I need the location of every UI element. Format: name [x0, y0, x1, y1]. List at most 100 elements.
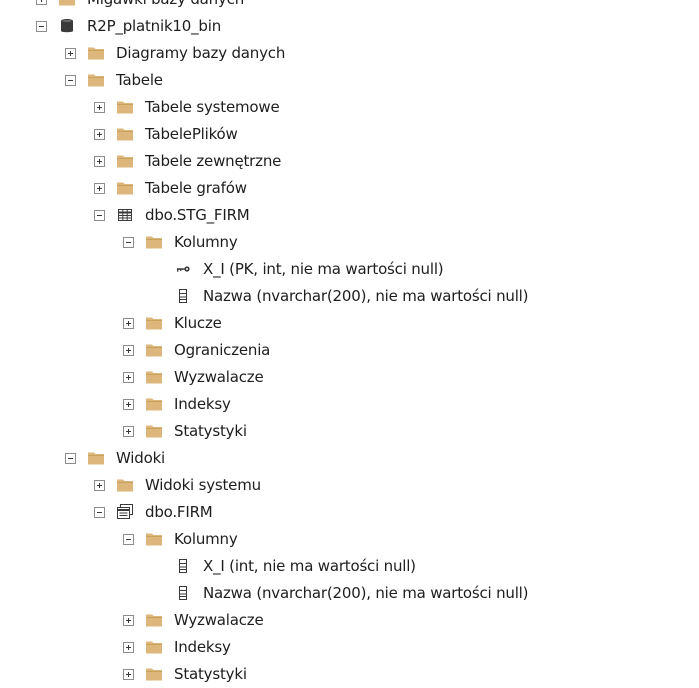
- expand-toggle-icon[interactable]: [94, 183, 105, 194]
- tree-node-kolumny[interactable]: Kolumny: [0, 526, 699, 553]
- tree-node-x-i-int-nie-ma-wartosci-null[interactable]: X_I (int, nie ma wartości null): [0, 553, 699, 580]
- collapse-toggle-icon[interactable]: [65, 453, 76, 464]
- folder-icon: [116, 98, 134, 116]
- folder-icon: [87, 71, 105, 89]
- tree-node-tabele-zewnetrzne[interactable]: Tabele zewnętrzne: [0, 148, 699, 175]
- tree-node-label: Indeksy: [174, 395, 231, 413]
- expand-toggle-icon[interactable]: [123, 399, 134, 410]
- key-icon: [174, 260, 192, 278]
- tree-node-nazwa-nvarchar-200-nie-ma-wartosci-null[interactable]: Nazwa (nvarchar(200), nie ma wartości nu…: [0, 283, 699, 310]
- folder-icon: [116, 152, 134, 170]
- tree-node-label: Widoki systemu: [145, 476, 261, 494]
- expand-toggle-icon[interactable]: [94, 480, 105, 491]
- folder-icon: [145, 395, 163, 413]
- tree-node-label: Wyzwalacze: [174, 368, 264, 386]
- tree-node-nazwa-nvarchar-200-nie-ma-wartosci-null[interactable]: Nazwa (nvarchar(200), nie ma wartości nu…: [0, 580, 699, 607]
- tree-node-klucze[interactable]: Klucze: [0, 310, 699, 337]
- tree-node-tabele-grafow[interactable]: Tabele grafów: [0, 175, 699, 202]
- collapse-toggle-icon[interactable]: [94, 210, 105, 221]
- expand-toggle-icon[interactable]: [123, 669, 134, 680]
- tree-node-tabeleplikow[interactable]: TabelePlików: [0, 121, 699, 148]
- tree-node-indeksy[interactable]: Indeksy: [0, 634, 699, 661]
- expand-toggle-icon[interactable]: [123, 615, 134, 626]
- tree-node-r2p-platnik10-bin[interactable]: R2P_platnik10_bin: [0, 13, 699, 40]
- folder-icon: [145, 638, 163, 656]
- tree-node-ograniczenia[interactable]: Ograniczenia: [0, 337, 699, 364]
- folder-icon: [145, 422, 163, 440]
- tree-node-label: Tabele grafów: [145, 179, 247, 197]
- tree-node-kolumny[interactable]: Kolumny: [0, 229, 699, 256]
- tree-node-indeksy[interactable]: Indeksy: [0, 391, 699, 418]
- tree-node-label: dbo.STG_FIRM: [145, 206, 250, 224]
- tree-node-label: Migawki bazy danych: [87, 0, 244, 9]
- tree-node-migawki-bazy-danych[interactable]: Migawki bazy danych: [0, 0, 699, 13]
- tree-node-label: Wyzwalacze: [174, 611, 264, 629]
- folder-icon: [145, 530, 163, 548]
- tree-node-label: TabelePlików: [145, 125, 238, 143]
- collapse-toggle-icon[interactable]: [123, 534, 134, 545]
- tree-node-label: R2P_platnik10_bin: [87, 17, 222, 35]
- tree-node-label: dbo.FIRM: [145, 503, 213, 521]
- tree-node-label: Statystyki: [174, 665, 247, 683]
- tree-node-widoki[interactable]: Widoki: [0, 445, 699, 472]
- tree-node-label: X_I (PK, int, nie ma wartości null): [203, 260, 444, 278]
- tree-node-statystyki[interactable]: Statystyki: [0, 418, 699, 445]
- column-icon: [174, 287, 192, 305]
- expand-toggle-icon[interactable]: [123, 372, 134, 383]
- tree-node-x-i-pk-int-nie-ma-wartosci-null[interactable]: X_I (PK, int, nie ma wartości null): [0, 256, 699, 283]
- folder-icon: [145, 233, 163, 251]
- expand-toggle-icon[interactable]: [123, 426, 134, 437]
- folder-icon: [87, 449, 105, 467]
- expand-toggle-icon[interactable]: [94, 129, 105, 140]
- tree-node-label: Tabele systemowe: [145, 98, 280, 116]
- folder-icon: [116, 476, 134, 494]
- folder-icon: [116, 125, 134, 143]
- collapse-toggle-icon[interactable]: [65, 75, 76, 86]
- expand-toggle-icon[interactable]: [123, 318, 134, 329]
- column-icon: [174, 557, 192, 575]
- tree-node-diagramy-bazy-danych[interactable]: Diagramy bazy danych: [0, 40, 699, 67]
- tree-node-label: Indeksy: [174, 638, 231, 656]
- tree-node-label: Nazwa (nvarchar(200), nie ma wartości nu…: [203, 584, 529, 602]
- column-icon: [174, 584, 192, 602]
- tree-node-tabele-systemowe[interactable]: Tabele systemowe: [0, 94, 699, 121]
- tree-node-wyzwalacze[interactable]: Wyzwalacze: [0, 607, 699, 634]
- expand-toggle-icon[interactable]: [123, 642, 134, 653]
- view-icon: [116, 503, 134, 521]
- expand-toggle-icon[interactable]: [94, 102, 105, 113]
- folder-icon: [145, 368, 163, 386]
- folder-icon: [116, 179, 134, 197]
- tree-node-statystyki[interactable]: Statystyki: [0, 661, 699, 688]
- tree-node-label: Diagramy bazy danych: [116, 44, 286, 62]
- expand-toggle-icon[interactable]: [94, 156, 105, 167]
- folder-icon: [87, 44, 105, 62]
- tree-node-label: Nazwa (nvarchar(200), nie ma wartości nu…: [203, 287, 529, 305]
- tree-node-label: Ograniczenia: [174, 341, 271, 359]
- tree-node-label: X_I (int, nie ma wartości null): [203, 557, 416, 575]
- folder-icon: [145, 341, 163, 359]
- tree-node-dbo-stg-firm[interactable]: dbo.STG_FIRM: [0, 202, 699, 229]
- tree-node-label: Tabele zewnętrzne: [145, 152, 282, 170]
- tree-node-label: Widoki: [116, 449, 166, 467]
- collapse-toggle-icon[interactable]: [94, 507, 105, 518]
- folder-icon: [145, 611, 163, 629]
- tree-node-label: Kolumny: [174, 233, 238, 251]
- tree-node-widoki-systemu[interactable]: Widoki systemu: [0, 472, 699, 499]
- folder-icon: [58, 0, 76, 8]
- tree-node-label: Kolumny: [174, 530, 238, 548]
- tree-node-label: Statystyki: [174, 422, 247, 440]
- expand-toggle-icon[interactable]: [36, 0, 47, 5]
- expand-toggle-icon[interactable]: [123, 345, 134, 356]
- folder-icon: [145, 665, 163, 683]
- tree-node-dbo-firm[interactable]: dbo.FIRM: [0, 499, 699, 526]
- tree-node-label: Tabele: [116, 71, 163, 89]
- collapse-toggle-icon[interactable]: [36, 21, 47, 32]
- collapse-toggle-icon[interactable]: [123, 237, 134, 248]
- expand-toggle-icon[interactable]: [65, 48, 76, 59]
- tree-node-wyzwalacze[interactable]: Wyzwalacze: [0, 364, 699, 391]
- tree-node-label: Klucze: [174, 314, 222, 332]
- database-icon: [58, 17, 76, 35]
- folder-icon: [145, 314, 163, 332]
- tree-node-tabele[interactable]: Tabele: [0, 67, 699, 94]
